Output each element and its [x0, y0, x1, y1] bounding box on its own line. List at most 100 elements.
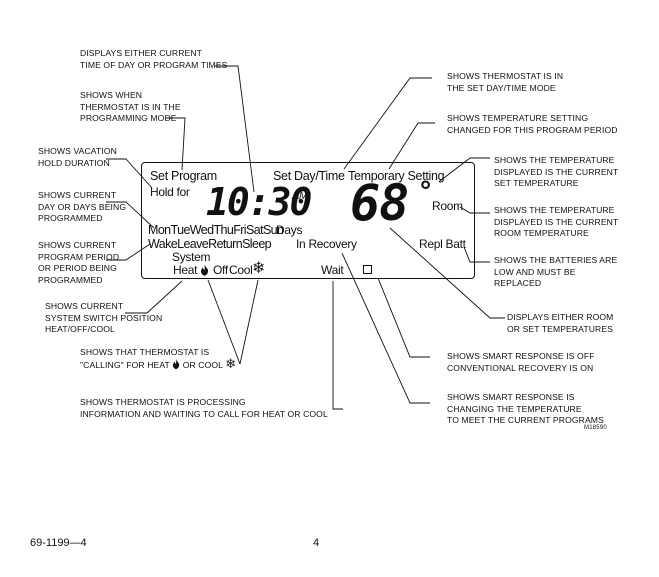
callout-line: PROGRAMMED — [38, 213, 103, 224]
leader-programming — [166, 117, 186, 171]
degree-symbol: ° — [420, 175, 431, 206]
callout-calling: SHOWS THAT THERMOSTAT IS "CALLING" FOR H… — [80, 347, 236, 371]
callout-line: TIME OF DAY OR PROGRAM TIMES — [80, 59, 228, 70]
hold-for-label: Hold for — [150, 185, 190, 199]
callout-line: SHOWS CURRENT — [38, 240, 117, 250]
callout-line: SHOWS THERMOSTAT IS IN — [447, 71, 564, 81]
callout-line: DISPLAYED IS THE CURRENT — [494, 216, 619, 227]
callout-line: "CALLING" FOR HEAT OR COOL ❄ — [80, 357, 236, 372]
callout-time: DISPLAYS EITHER CURRENT TIME OF DAY OR P… — [80, 48, 227, 71]
leader-days — [106, 201, 155, 229]
leader-processing — [332, 281, 343, 410]
callout-line: SHOWS SMART RESPONSE IS — [447, 392, 575, 402]
callout-smart-changing: SHOWS SMART RESPONSE IS CHANGING THE TEM… — [447, 392, 604, 427]
callout-setdaytime: SHOWS THERMOSTAT IS IN THE SET DAY/TIME … — [447, 71, 563, 94]
set-program-label: Set Program — [150, 169, 217, 183]
callout-line: HOLD DURATION — [38, 157, 110, 168]
callout-line: SET TEMPERATURE — [494, 178, 579, 189]
callout-line: DISPLAYS EITHER CURRENT — [80, 48, 202, 58]
callout-days: SHOWS CURRENT DAY OR DAYS BEING PROGRAMM… — [38, 190, 126, 225]
callout-line: THE SET DAY/TIME MODE — [447, 82, 556, 93]
leader-setdaytime — [343, 77, 432, 170]
callout-displays: DISPLAYS EITHER ROOM OR SET TEMPERATURES — [507, 312, 613, 335]
set-day-time-label: Set Day/Time — [273, 169, 345, 183]
callout-line: SHOWS VACATION — [38, 146, 117, 156]
callout-line: REPLACED — [494, 278, 542, 289]
leader-roomtemp — [459, 206, 490, 214]
temporary-setting-label: Temporary Setting — [348, 169, 445, 183]
figure-code: M18590 — [584, 425, 607, 431]
callout-line: CHANGING THE TEMPERATURE — [447, 403, 582, 414]
leader-tempsetting — [388, 122, 435, 170]
time-display: 10:30 — [206, 180, 312, 224]
callout-line: DISPLAYS EITHER ROOM — [507, 312, 614, 322]
callout-line: SHOWS TEMPERATURE SETTING — [447, 113, 589, 123]
leader-switch — [125, 280, 183, 314]
callout-line: SHOWS THAT THERMOSTAT IS — [80, 347, 210, 357]
heat-indicator: Heat — [173, 263, 198, 277]
leader-smart-off — [377, 277, 430, 358]
leader-time — [215, 65, 255, 193]
room-indicator: Room — [432, 199, 463, 213]
callout-line: OR SET TEMPERATURES — [507, 323, 613, 334]
snowflake-icon: ❄ — [252, 260, 266, 277]
callout-line: SYSTEM SWITCH POSITION — [45, 312, 163, 323]
callout-line: SHOWS THE TEMPERATURE — [494, 205, 615, 215]
callout-line: PROGRAMMED — [38, 274, 103, 285]
lcd-display — [141, 162, 475, 279]
leader-calling-heat — [207, 279, 241, 365]
callout-line: PROGRAMMING MODE — [80, 113, 177, 124]
callout-line: CONVENTIONAL RECOVERY IS ON — [447, 362, 594, 373]
cool-indicator: Cool — [229, 263, 253, 277]
callout-line: LOW AND MUST BE — [494, 266, 576, 277]
callout-line: SHOWS THERMOSTAT IS PROCESSING — [80, 397, 246, 407]
leader-displays — [389, 227, 505, 319]
smart-response-square-icon — [363, 265, 372, 274]
callout-line: SHOWS CURRENT — [38, 190, 117, 200]
callout-processing: SHOWS THERMOSTAT IS PROCESSING INFORMATI… — [80, 397, 328, 420]
callout-line: SHOWS SMART RESPONSE IS OFF — [447, 351, 595, 361]
flame-icon — [173, 358, 180, 369]
leader-settemp — [439, 157, 490, 182]
callout-line: SHOWS THE BATTERIES ARE — [494, 255, 618, 265]
callout-line: ROOM TEMPERATURE — [494, 228, 589, 239]
days-row: MonTueWedThuFriSatSun — [148, 223, 284, 237]
leader-smart-changing — [341, 252, 430, 404]
wait-indicator: Wait — [321, 263, 344, 277]
calling-heat-text: "CALLING" FOR HEAT — [80, 359, 170, 370]
callout-roomtemp: SHOWS THE TEMPERATURE DISPLAYED IS THE C… — [494, 205, 618, 240]
callout-line: THERMOSTAT IS IN THE — [80, 101, 181, 112]
callout-line: TO MEET THE CURRENT PROGRAMS — [447, 415, 604, 426]
days-label: Days — [276, 223, 303, 237]
page-number: 4 — [313, 537, 320, 549]
leader-period — [106, 243, 151, 261]
callout-programming: SHOWS WHEN THERMOSTAT IS IN THE PROGRAMM… — [80, 90, 181, 125]
callout-line: OR PERIOD BEING — [38, 263, 117, 274]
callout-batteries: SHOWS THE BATTERIES ARE LOW AND MUST BE … — [494, 255, 617, 290]
flame-icon — [201, 264, 209, 276]
in-recovery-indicator: In Recovery — [296, 237, 357, 251]
leader-calling-cool — [239, 279, 259, 365]
callout-line: SHOWS WHEN — [80, 90, 143, 100]
leader-vacation — [106, 158, 153, 189]
callout-line: DISPLAYED IS THE CURRENT — [494, 166, 619, 177]
callout-line: CHANGED FOR THIS PROGRAM PERIOD — [447, 124, 618, 135]
callout-vacation: SHOWS VACATION HOLD DURATION — [38, 146, 117, 169]
callout-line: DAY OR DAYS BEING — [38, 201, 127, 212]
callout-tempsetting: SHOWS TEMPERATURE SETTING CHANGED FOR TH… — [447, 113, 618, 136]
callout-line: PROGRAM PERIOD — [38, 251, 120, 262]
off-indicator: Off — [213, 263, 228, 277]
callout-switch: SHOWS CURRENT SYSTEM SWITCH POSITION HEA… — [45, 301, 162, 336]
callout-line: SHOWS CURRENT — [45, 301, 124, 311]
am-indicator: AM — [292, 190, 308, 202]
system-label: System — [172, 250, 211, 264]
callout-smart-off: SHOWS SMART RESPONSE IS OFF CONVENTIONAL… — [447, 351, 595, 374]
leader-batteries — [463, 246, 490, 263]
callout-period: SHOWS CURRENT PROGRAM PERIOD OR PERIOD B… — [38, 240, 119, 286]
periods-row: WakeLeaveReturnSleep — [148, 237, 272, 251]
repl-batt-indicator: Repl Batt — [419, 237, 466, 251]
callout-settemp: SHOWS THE TEMPERATURE DISPLAYED IS THE C… — [494, 155, 618, 190]
callout-line: HEAT/OFF/COOL — [45, 324, 115, 335]
doc-number: 69-1199—4 — [30, 537, 87, 549]
